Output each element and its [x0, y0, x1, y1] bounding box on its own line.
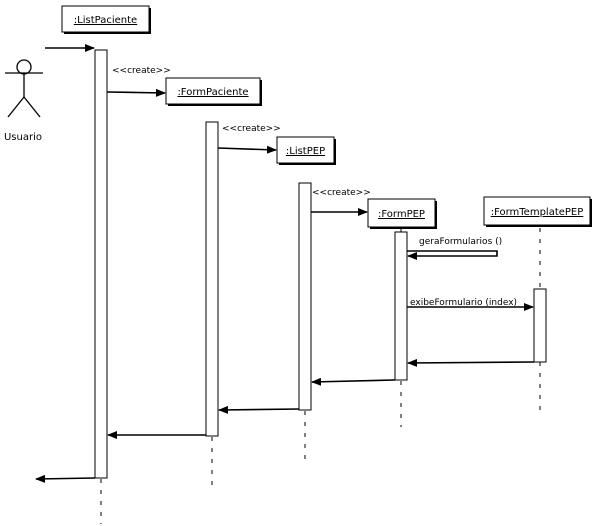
object-label-list-pep: :ListPEP: [286, 146, 325, 157]
object-list-pep: :ListPEP: [276, 136, 336, 165]
actor-usuario: Usuario: [4, 59, 43, 143]
message-label-create-3: <<create>>: [312, 188, 371, 198]
actor-label: Usuario: [4, 132, 42, 143]
object-label-list-paciente: :ListPaciente: [74, 15, 137, 26]
message-return-form-pep: [311, 377, 396, 386]
message-label-create-1: <<create>>: [112, 66, 171, 76]
object-form-pep: :FormPEP: [367, 198, 437, 229]
object-list-paciente: :ListPaciente: [61, 5, 151, 34]
message-return-list-pep: [218, 405, 300, 414]
message-gera-formularios: [407, 250, 498, 260]
activation-list-paciente: [94, 49, 108, 479]
message-label-gera-formularios: geraFormularios (): [419, 237, 502, 247]
message-label-exibe-formulario: exibeFormulario (index): [410, 298, 517, 308]
message-return-form-template-pep: [407, 358, 535, 367]
object-label-form-paciente: :FormPaciente: [177, 87, 248, 98]
activation-list-pep: [298, 182, 312, 411]
activation-form-template-pep: [533, 288, 547, 363]
activation-form-paciente: [205, 121, 219, 437]
object-label-form-template-pep: :FormTemplatePEP: [491, 207, 584, 218]
activation-form-pep: [394, 231, 408, 381]
message-create-list-pep: [217, 145, 277, 154]
message-return-list-paciente: [35, 474, 96, 483]
object-form-paciente: :FormPaciente: [165, 77, 262, 106]
object-label-form-pep: :FormPEP: [378, 209, 425, 220]
message-create-form-paciente: [106, 88, 166, 97]
object-form-template-pep: :FormTemplatePEP: [483, 196, 592, 227]
message-label-create-2: <<create>>: [222, 124, 281, 134]
